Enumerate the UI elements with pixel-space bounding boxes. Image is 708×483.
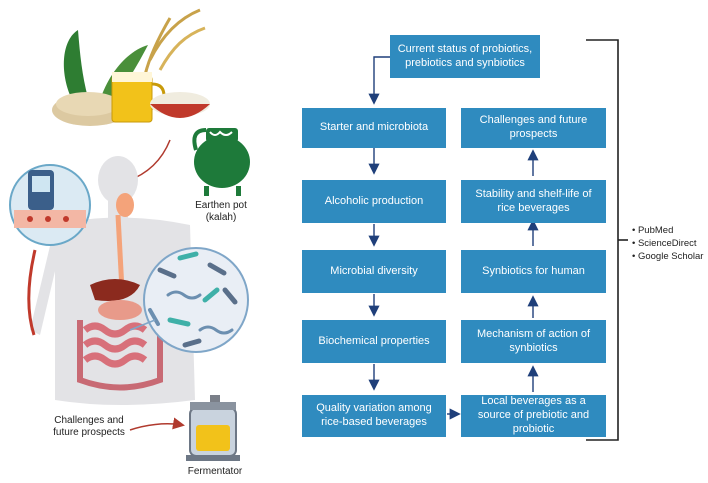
box-microbial-diversity: Microbial diversity (302, 250, 446, 293)
box-mechanism-of-action: Mechanism of action of synbiotics (461, 320, 606, 363)
box-biochemical-properties: Biochemical properties (302, 320, 446, 363)
box-local-beverages: Local beverages as a source of prebiotic… (461, 395, 606, 437)
box-challenges-prospects: Challenges and future prospects (461, 108, 606, 148)
databases-list: PubMed ScienceDirect Google Scholar (632, 225, 703, 263)
label-fermentator: Fermentator (187, 466, 243, 477)
box-alcoholic-production: Alcoholic production (302, 180, 446, 223)
database-sciencedirect: ScienceDirect (632, 238, 703, 251)
box-quality-variation: Quality variation among rice-based bever… (302, 395, 446, 437)
rice-and-beverages-illustration (52, 8, 210, 126)
box-current-status: Current status of probiotics, prebiotics… (390, 35, 540, 78)
database-pubmed: PubMed (632, 225, 703, 238)
earthen-pot-icon (192, 128, 250, 196)
label-challenges: Challenges and future prospects (53, 415, 125, 438)
curve-arrow-bottom (129, 417, 185, 431)
microbes-inset (129, 247, 249, 353)
box-synbiotics-for-human: Synbiotics for human (461, 250, 606, 293)
databases-bracket (586, 39, 619, 441)
label-earthen-pot: Earthen pot (kalah) (195, 200, 247, 223)
box-stability-shelf-life: Stability and shelf-life of rice beverag… (461, 180, 606, 223)
fermentator-icon (186, 395, 240, 461)
database-google-scholar: Google Scholar (632, 251, 703, 264)
blood-vessel-inset (9, 164, 91, 246)
arrow-top-to-starter (368, 56, 390, 105)
box-starter-microbiota: Starter and microbiota (302, 108, 446, 148)
